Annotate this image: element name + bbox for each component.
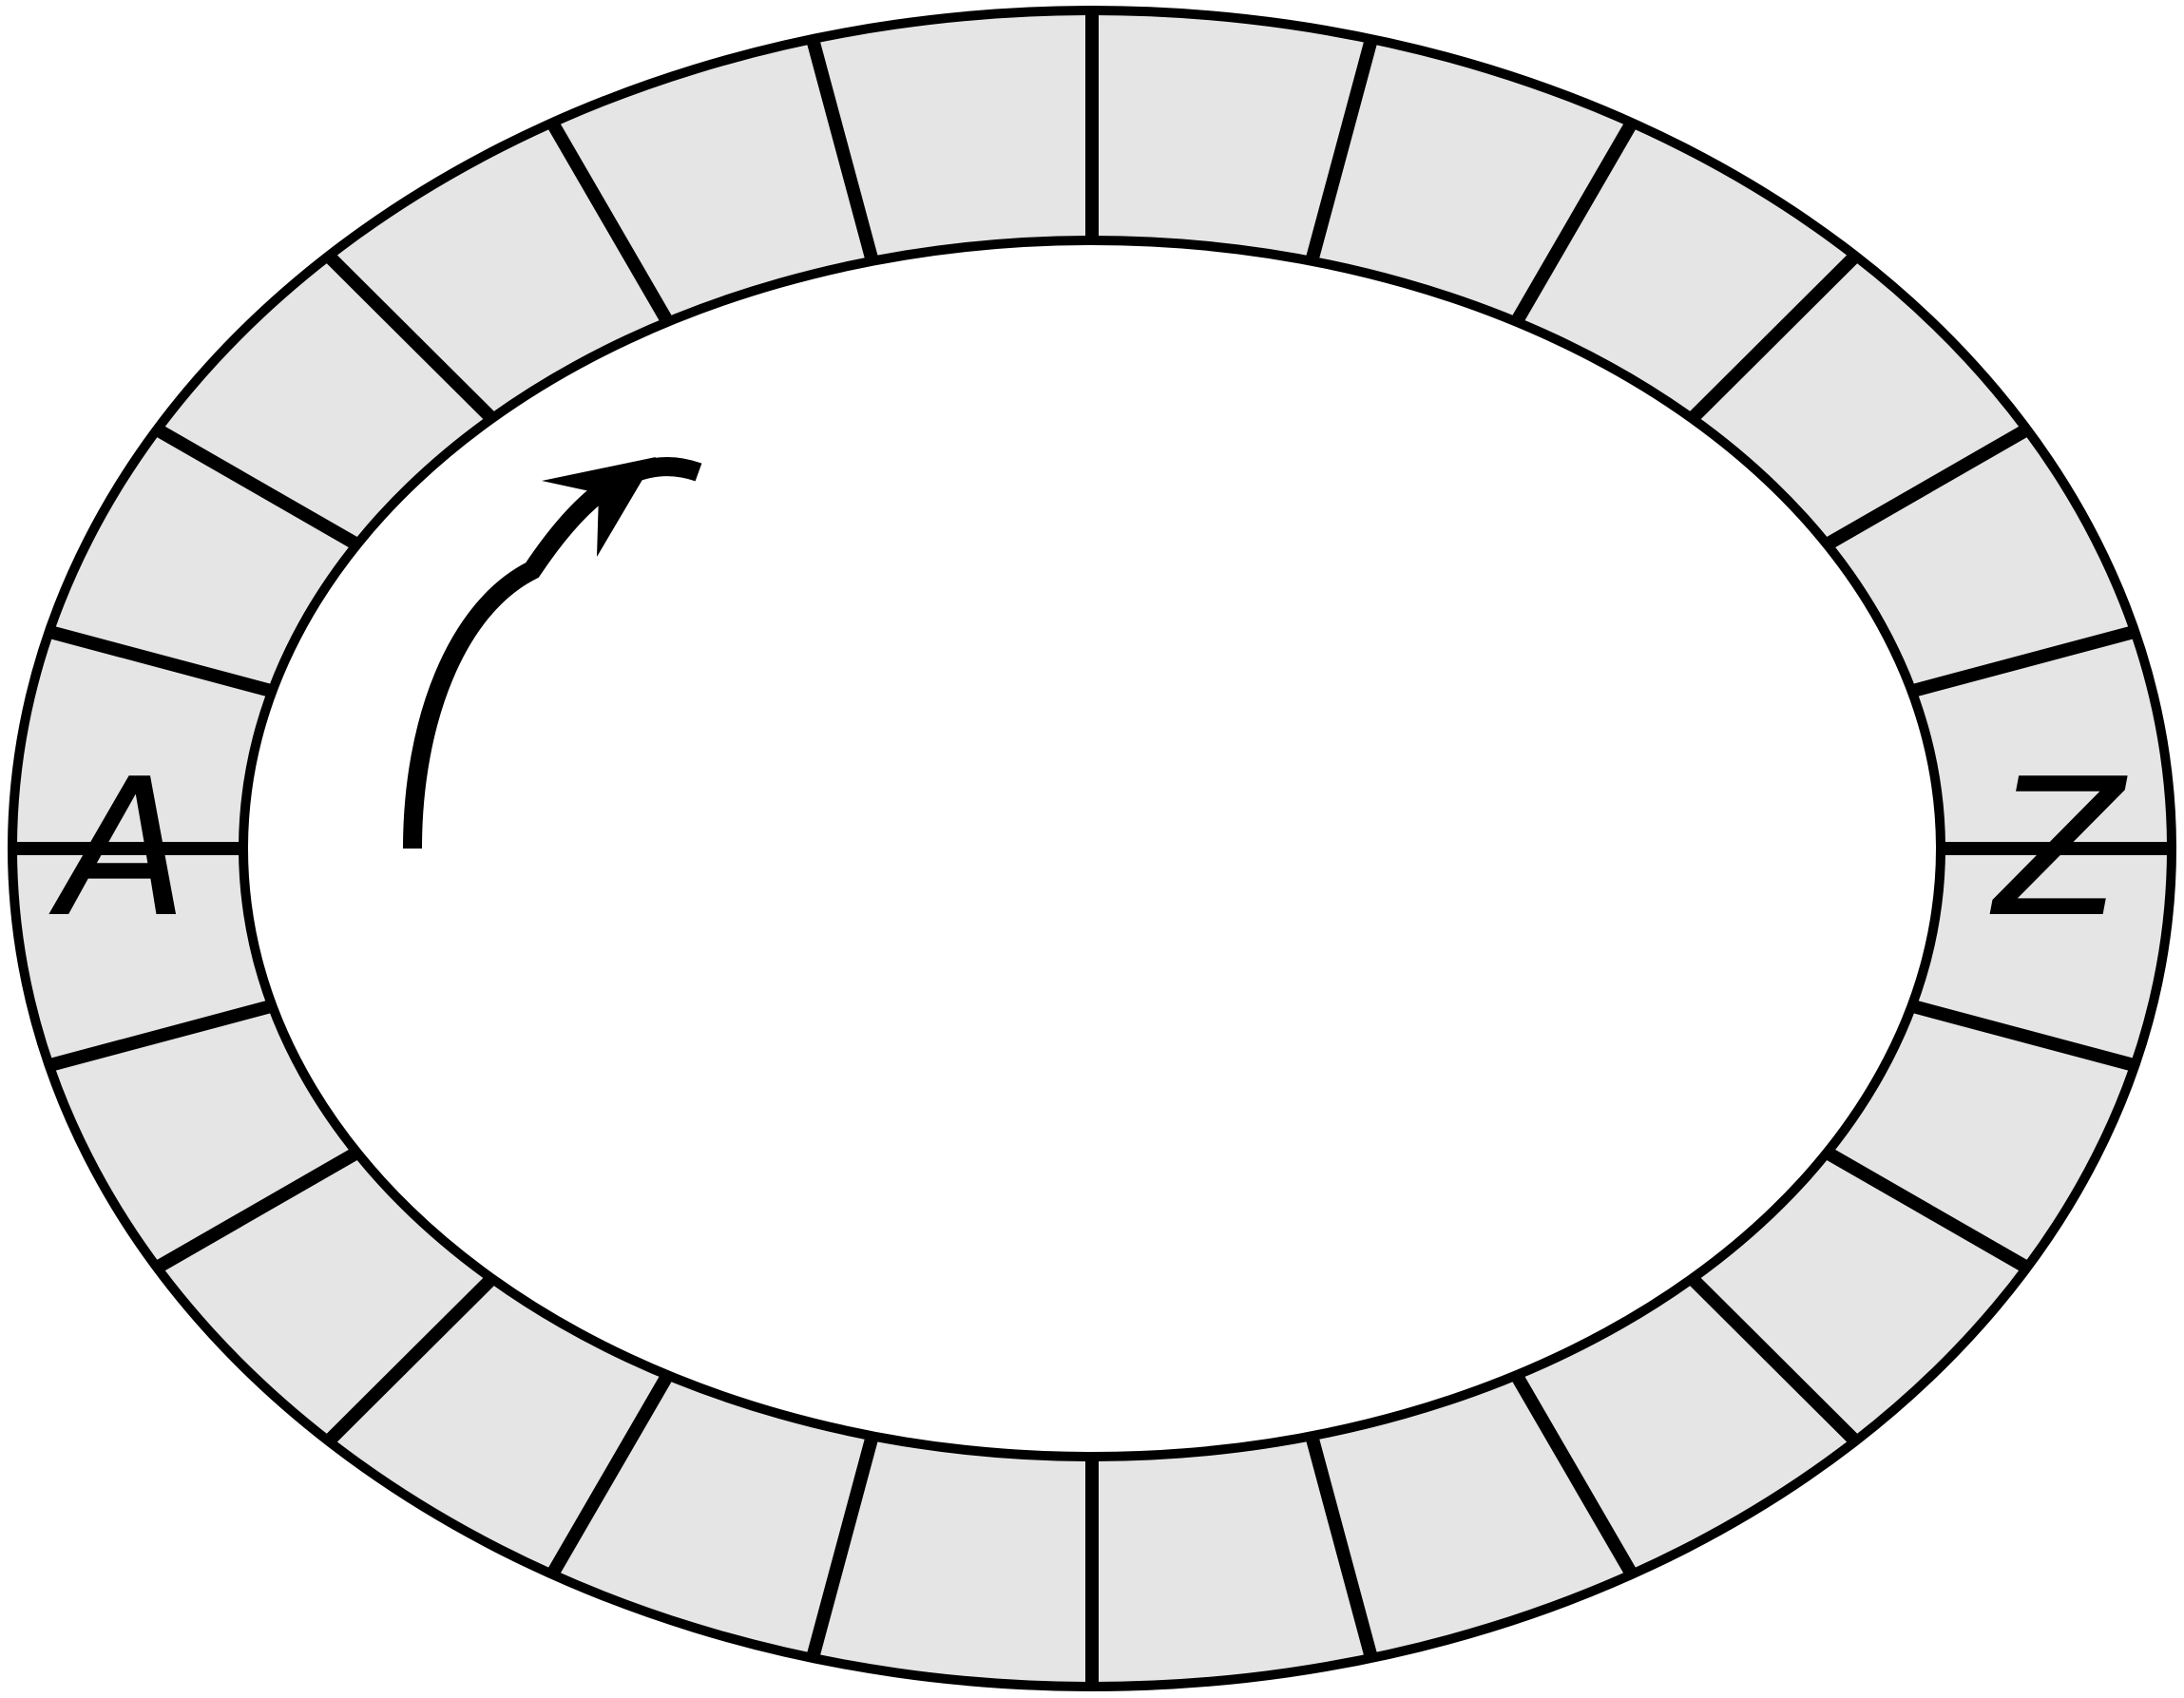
ring-divider [1823,423,2031,551]
ring-divider [806,37,879,263]
ring-dividers [12,10,2172,1687]
ring-divider [806,1434,879,1660]
clockwise-arrow-icon [403,457,702,849]
ring-divider [1823,1146,2031,1274]
ring-divider [1909,999,2137,1073]
ring-divider [1687,251,1861,424]
ring-outer-outline [8,6,2176,1691]
ring-divider [546,119,674,326]
segment-label-z: Z [1989,738,2128,960]
ring-divider [1305,1434,1378,1660]
ring-divider [1510,119,1638,326]
ring-divider [1687,1273,1861,1446]
arrow-head [542,457,656,557]
ring-inner-outline [239,236,1945,1461]
ring-divider [323,1273,497,1446]
ring-divider [47,999,275,1073]
ring-divider [47,624,275,698]
ring-divider [1305,37,1378,263]
ring-divider [323,251,497,424]
ring-divider [153,423,361,551]
ring-divider [1909,624,2137,698]
ring-divider [546,1371,674,1578]
ring-divider [1510,1371,1638,1578]
ring-divider [153,1146,361,1274]
arrow-shaft [403,457,702,849]
segment-label-a: A [48,738,189,960]
